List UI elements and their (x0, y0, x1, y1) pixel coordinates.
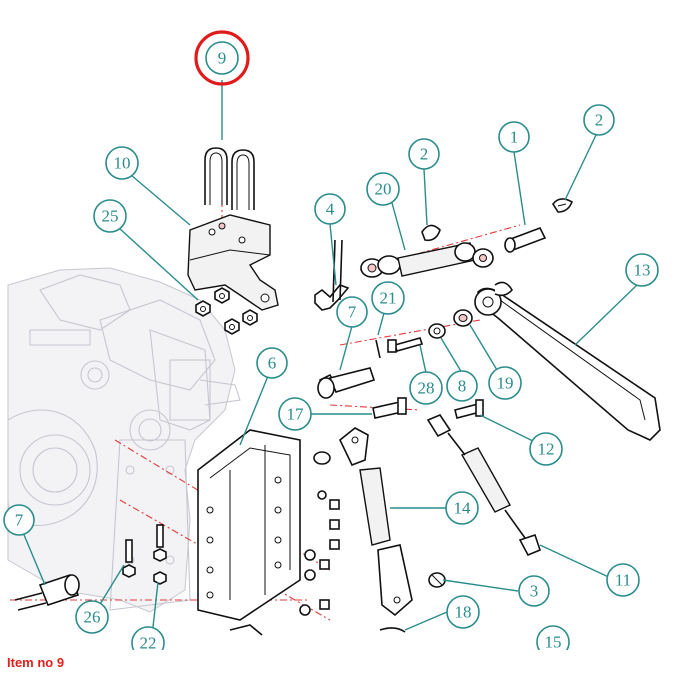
bushing-part[interactable] (453, 309, 473, 327)
spring-pin-part[interactable] (375, 339, 381, 359)
lower-link-arm-part[interactable] (474, 281, 661, 441)
callout-3[interactable]: 3 (518, 575, 550, 607)
callout-7-upper[interactable]: 7 (336, 296, 368, 328)
callout-14[interactable]: 14 (445, 491, 479, 525)
callout-label: 19 (497, 374, 514, 393)
bracket-part[interactable] (187, 214, 279, 311)
callout-label: 7 (15, 511, 24, 530)
selected-item-highlight-ring (194, 30, 250, 86)
callout-8[interactable]: 8 (446, 370, 478, 402)
bolt-part[interactable] (372, 397, 407, 419)
callout-label: 22 (140, 634, 157, 651)
pin-part[interactable] (454, 399, 484, 419)
pin-part[interactable] (314, 239, 350, 311)
callout-label: 25 (102, 207, 119, 226)
callout-1[interactable]: 1 (498, 121, 530, 153)
callout-label: 1 (510, 128, 519, 147)
callout-2-clip[interactable]: 2 (583, 104, 615, 136)
washer-part[interactable] (428, 323, 446, 339)
callout-9[interactable]: 9 (205, 41, 239, 75)
callout-18[interactable]: 18 (446, 595, 480, 629)
callout-4[interactable]: 4 (314, 193, 346, 225)
callout-17[interactable]: 17 (278, 397, 312, 431)
tractor-housing-ghost (7, 267, 241, 613)
lift-rod-part[interactable] (339, 427, 413, 617)
stud-part[interactable] (122, 524, 167, 585)
top-link-part[interactable] (360, 242, 494, 278)
callout-label: 6 (268, 354, 277, 373)
u-bolt-part[interactable] (204, 147, 255, 210)
callout-label: 12 (538, 440, 555, 459)
callout-label: 15 (545, 633, 562, 651)
centerline (339, 319, 481, 346)
bolt-part[interactable] (387, 337, 424, 353)
leader-lines (21, 80, 639, 637)
exploded-parts-diagram: 9 10 25 4 20 2 1 2 13 21 7 28 8 19 6 17 … (3, 30, 661, 651)
callout-7-lower[interactable]: 7 (3, 504, 35, 536)
callout-15[interactable]: 15 (536, 625, 570, 651)
callout-label: 7 (348, 303, 357, 322)
callout-10[interactable]: 10 (105, 146, 139, 180)
callout-label: 26 (84, 608, 101, 627)
callout-12[interactable]: 12 (529, 432, 563, 466)
link-pin-part[interactable] (229, 624, 406, 636)
nut-part[interactable] (195, 287, 258, 335)
callout-label: 28 (418, 379, 435, 398)
callout-2-top-link[interactable]: 2 (408, 138, 440, 170)
callout-label: 8 (458, 377, 467, 396)
callout-11[interactable]: 11 (606, 563, 640, 597)
callout-21[interactable]: 21 (371, 281, 405, 315)
callout-label: 3 (530, 582, 539, 601)
callout-label: 11 (615, 571, 631, 590)
callout-label: 9 (218, 49, 227, 68)
callout-label: 21 (380, 289, 397, 308)
callout-label: 20 (375, 180, 392, 199)
callout-20[interactable]: 20 (366, 172, 400, 206)
callout-label: 17 (287, 405, 305, 424)
callout-label: 10 (114, 154, 131, 173)
callout-label: 4 (326, 200, 335, 219)
callout-22[interactable]: 22 (131, 626, 165, 651)
callout-26[interactable]: 26 (75, 600, 109, 634)
mounting-frame-part[interactable] (197, 429, 301, 621)
callout-6[interactable]: 6 (256, 347, 288, 379)
pin-part[interactable] (317, 367, 376, 399)
pin-part[interactable] (504, 226, 547, 253)
callout-label: 18 (455, 603, 472, 622)
callout-label: 14 (454, 499, 472, 518)
centerline (359, 224, 521, 271)
callout-label: 2 (595, 111, 604, 130)
callout-25[interactable]: 25 (93, 199, 127, 233)
bolt-set-part[interactable] (299, 490, 340, 616)
callout-label: 13 (634, 261, 651, 280)
clip-part[interactable] (428, 572, 446, 588)
callout-28[interactable]: 28 (409, 371, 443, 405)
clip-part[interactable] (421, 198, 573, 242)
lynch-pin-part[interactable] (313, 451, 331, 465)
callout-label: 2 (420, 145, 429, 164)
stabilizer-part[interactable] (426, 414, 541, 557)
item-caption: Item no 9 (7, 655, 65, 670)
pin-part[interactable] (14, 574, 80, 611)
callout-13[interactable]: 13 (625, 253, 659, 287)
callout-19[interactable]: 19 (488, 366, 522, 400)
